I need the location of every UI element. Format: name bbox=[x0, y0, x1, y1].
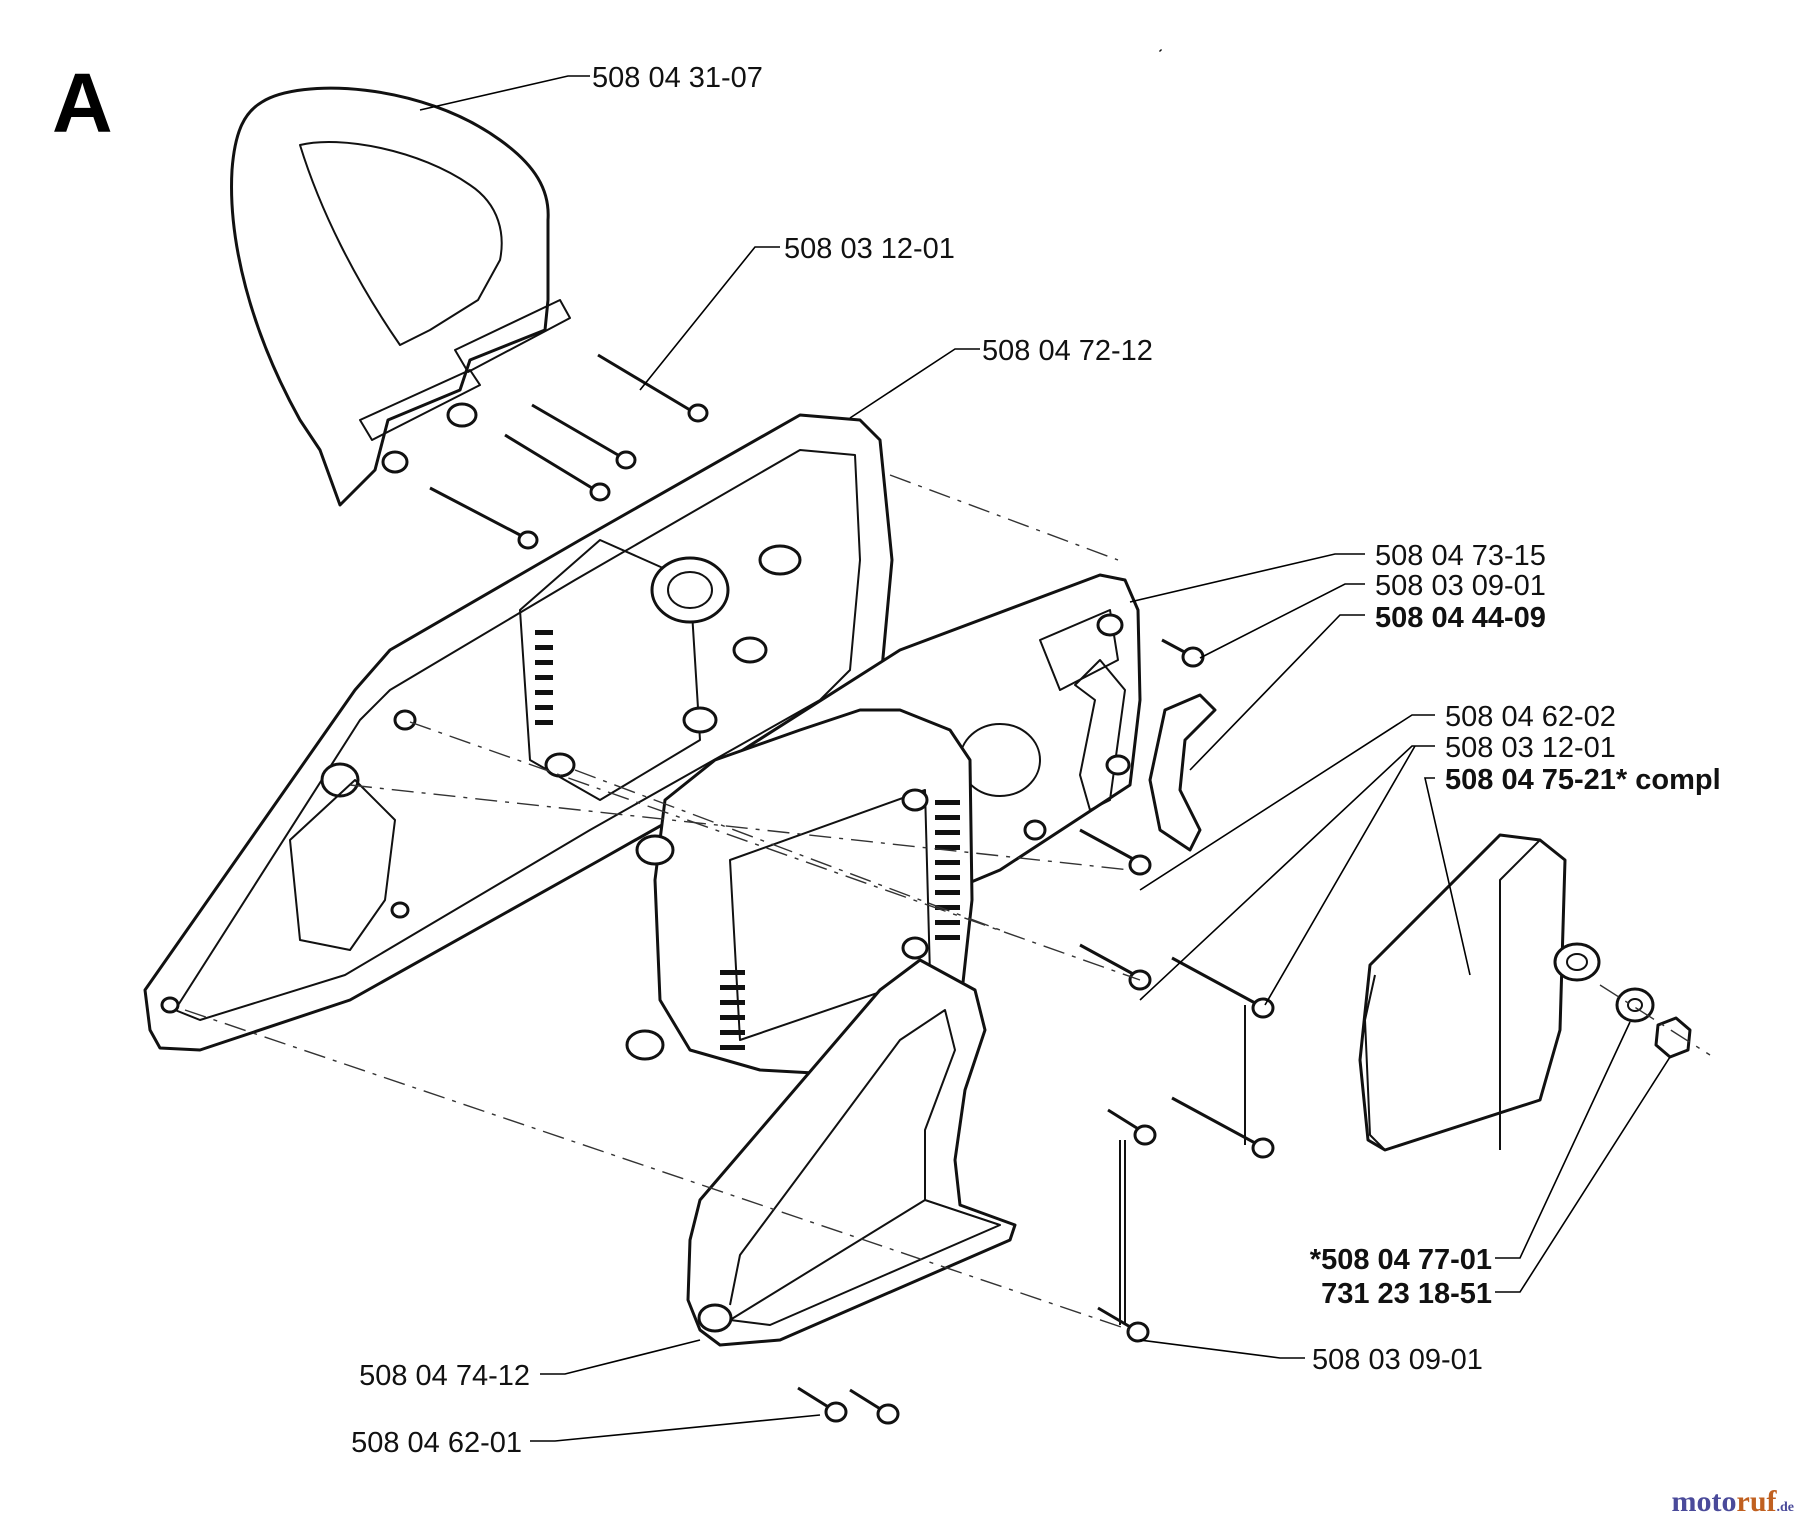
part-label-p4: 508 04 73-15 bbox=[1375, 540, 1546, 572]
part-label-p3: 508 04 72-12 bbox=[982, 335, 1153, 367]
main-housing bbox=[143, 413, 894, 1052]
front-handle bbox=[230, 86, 571, 507]
chain-brake-guard bbox=[686, 958, 1017, 1347]
part-label-p5: 508 03 09-01 bbox=[1375, 570, 1546, 602]
part-label-p13: 508 04 74-12 bbox=[359, 1360, 530, 1392]
part-label-p14: 508 04 62-01 bbox=[351, 1427, 522, 1459]
section-letter: A bbox=[52, 56, 113, 150]
sprocket-cover bbox=[1358, 833, 1601, 1152]
assembly-lines bbox=[184, 474, 1711, 1331]
brake-spring bbox=[1148, 693, 1217, 852]
part-label-p9: 508 04 75-21* compl bbox=[1445, 764, 1721, 796]
part-label-p2: 508 03 12-01 bbox=[784, 233, 955, 265]
part-label-p6: 508 04 44-09 bbox=[1375, 602, 1546, 634]
part-label-p11: 731 23 18-51 bbox=[1321, 1278, 1492, 1310]
bottom-screws bbox=[797, 1306, 1150, 1425]
washer-and-nut bbox=[1615, 987, 1692, 1059]
part-label-p12: 508 03 09-01 bbox=[1312, 1344, 1483, 1376]
part-labels: 508 04 31-07 508 03 12-01 508 04 72-12 5… bbox=[351, 62, 1721, 1459]
cover-screws bbox=[1079, 48, 1275, 1159]
part-label-p7: 508 04 62-02 bbox=[1445, 701, 1616, 733]
part-label-p10: *508 04 77-01 bbox=[1310, 1244, 1492, 1276]
handle-screws bbox=[429, 353, 709, 550]
leader-lines bbox=[419, 75, 1671, 1442]
watermark-logo: motoruf.de bbox=[1671, 1485, 1794, 1518]
part-label-p1: 508 04 31-07 bbox=[592, 62, 763, 94]
part-label-p8: 508 03 12-01 bbox=[1445, 732, 1616, 764]
